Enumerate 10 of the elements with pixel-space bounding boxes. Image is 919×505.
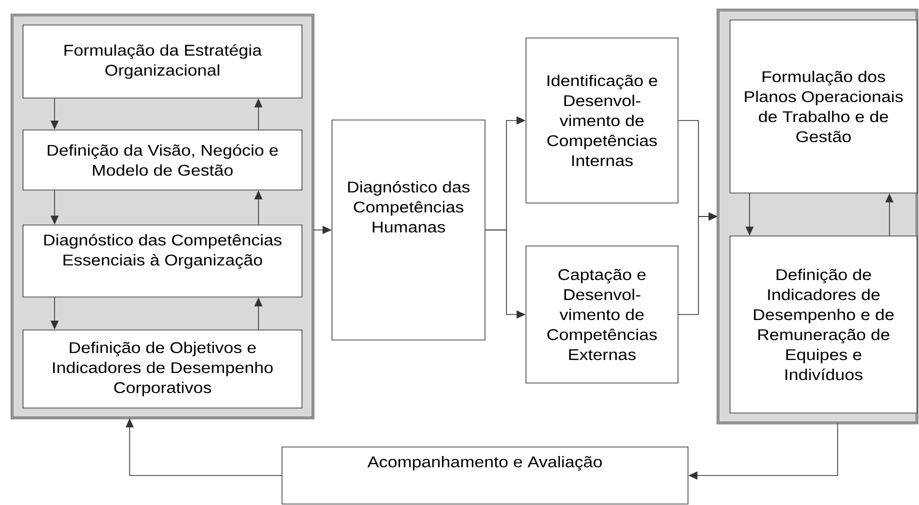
process-box: Definição de Indicadores de Desempenho e de Remuneração de Equipes e Indivíduos — [730, 236, 918, 414]
process-box: Acompanhamento e Avaliação — [282, 446, 688, 504]
process-box: Formulação da Estratégia Organizacional — [22, 24, 302, 98]
process-box: Formulação dos Planos Operacionais de Trabalho e de Gestão — [730, 20, 918, 194]
process-box: Diagnóstico das Competências Essenciais à Organização — [22, 224, 302, 298]
process-box: Definição de Objetivos e Indicadores de Desempenho Corporativos — [22, 330, 302, 408]
process-box: Definição da Visão, Negócio e Modelo de Gestão — [22, 130, 302, 190]
process-box: Identificação e Desenvol- vimento de Competências Internas — [526, 38, 678, 204]
process-box: Captação e Desenvol- vimento de Competências Externas — [526, 246, 678, 384]
process-box: Diagnóstico das Competências Humanas — [332, 120, 486, 340]
